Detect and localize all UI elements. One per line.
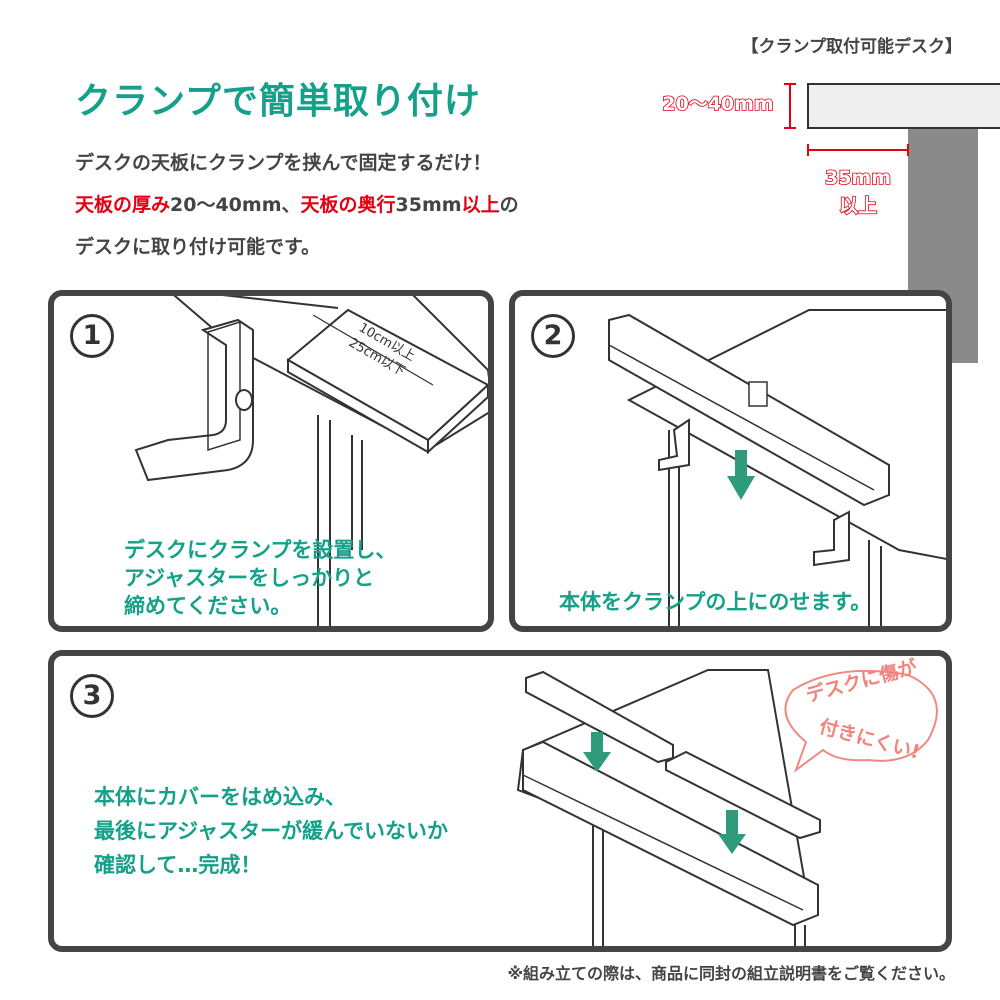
step-2-illustration: [608, 309, 946, 626]
down-arrow-icon: [727, 450, 755, 500]
thickness-label: 20〜40mm: [662, 93, 773, 115]
down-arrow-icon: [718, 810, 746, 854]
intro-line-3: デスクに取り付け可能です。: [75, 236, 321, 258]
spec-title: 【クランプ取付可能デスク】: [741, 37, 963, 57]
step-3-panel: デスクに傷が 付きにくい! 3 本体にカバーをはめ込み、 最後にアジャスターが緩…: [48, 650, 952, 952]
step-3-caption-line-2: 最後にアジャスターが緩んでいないか: [94, 819, 449, 843]
step-1-caption: デスクにクランプを設置し、 アジャスターをしっかりと 締めてください。: [124, 536, 396, 620]
intro-red-over: 以上: [461, 194, 500, 216]
step-2-number: 2: [531, 314, 575, 358]
page-title: クランプで簡単取り付け: [75, 81, 481, 122]
step-2-caption-line-1: 本体をクランプの上にのせます。: [559, 590, 872, 614]
intro-particle: の: [499, 194, 519, 216]
intro-line-1: デスクの天板にクランプを挟んで固定するだけ！: [75, 152, 492, 174]
step-1-illustration: 10cm以上 25cm以下: [134, 296, 488, 626]
intro-line-2: 天板の厚み20〜40mm、天板の奥行35mm以上の: [75, 190, 519, 217]
step-2-caption: 本体をクランプの上にのせます。: [559, 588, 871, 616]
depth-label: 35mm: [825, 167, 891, 189]
spec-desk-diagram: 20〜40mm 35mm 以上: [661, 83, 1000, 363]
intro-red-depth: 天板の奥行: [300, 194, 396, 216]
step-1-panel: 10cm以上 25cm以下 1 デスクにクランプを設置し、 アジャスターをしっか…: [48, 290, 494, 632]
down-arrow-icon: [583, 732, 611, 772]
step-1-caption-line-1: デスクにクランプを設置し、: [124, 538, 397, 562]
intro-red-thickness: 天板の厚み: [75, 194, 171, 216]
speech-bubble-icon: [784, 669, 938, 773]
step-1-number: 1: [70, 314, 114, 358]
step-2-panel: 2 本体をクランプの上にのせます。: [509, 290, 952, 632]
footer-note: ※組み立ての際は、商品に同封の組立説明書をご覧ください。: [507, 964, 955, 983]
step-3-caption-line-3: 確認して…完成！: [94, 853, 262, 877]
step-1-caption-line-3: 締めてください。: [124, 594, 292, 618]
intro-thickness-value: 20〜40mm、: [170, 194, 301, 216]
step-3-number: 3: [70, 674, 114, 718]
step-3-illustration: デスクに傷が 付きにくい!: [516, 656, 938, 946]
intro-depth-value: 35mm: [395, 194, 462, 216]
step-3-caption: 本体にカバーをはめ込み、 最後にアジャスターが緩んでいないか 確認して…完成！: [94, 780, 448, 882]
depth-label-suffix: 以上: [839, 195, 877, 217]
step-3-caption-line-1: 本体にカバーをはめ込み、: [94, 785, 346, 809]
desk-top: [807, 83, 1000, 129]
step-1-caption-line-2: アジャスターをしっかりと: [124, 566, 375, 590]
